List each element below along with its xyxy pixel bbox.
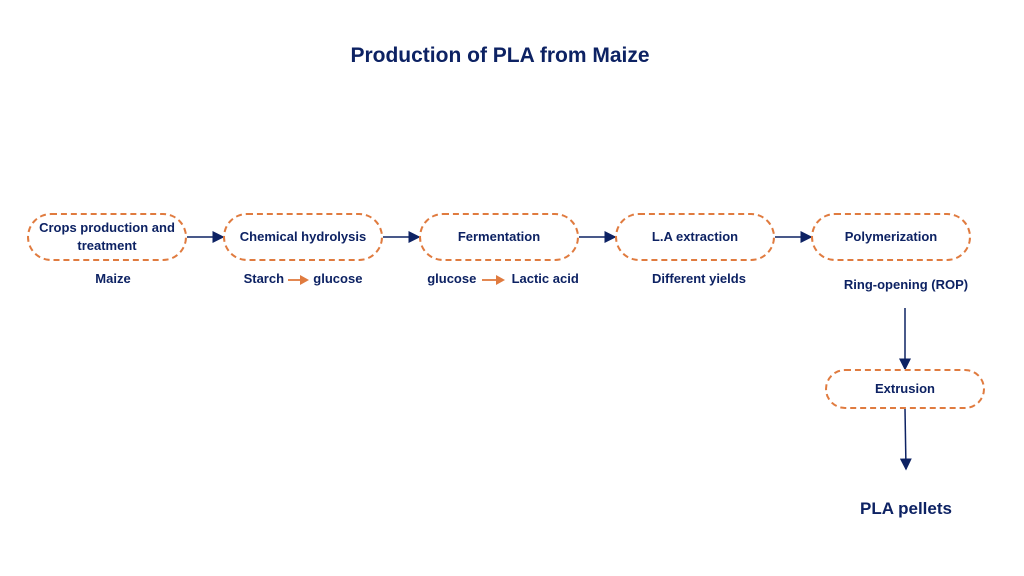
sub-label-ring-opening: Ring-opening (ROP)	[843, 277, 969, 292]
step-crops-production: Crops production and treatment	[27, 213, 187, 261]
diagram-title: Production of PLA from Maize	[350, 44, 650, 67]
sub-from-starch: Starch	[243, 271, 285, 286]
sub-from-glucose: glucose	[427, 271, 477, 286]
step-chemical-hydrolysis: Chemical hydrolysis	[223, 213, 383, 261]
sub-to-glucose: glucose	[313, 271, 363, 286]
step-la-extraction: L.A extraction	[615, 213, 775, 261]
sub-label-hydrolysis: Starch glucose	[223, 271, 383, 286]
sub-to-lactic-acid: Lactic acid	[511, 271, 579, 286]
arrow-extrusion-to-pellets	[899, 408, 912, 471]
step-extrusion: Extrusion	[825, 369, 985, 409]
step-fermentation: Fermentation	[419, 213, 579, 261]
sub-label-different-yields: Different yields	[652, 271, 746, 286]
output-pla-pellets: PLA pellets	[860, 499, 952, 518]
sub-label-fermentation: glucose Lactic acid	[413, 271, 593, 286]
orange-arrow-icon	[481, 274, 505, 285]
orange-arrow-icon	[287, 274, 309, 285]
step-polymerization: Polymerization	[811, 213, 971, 261]
sub-label-maize: Maize	[95, 271, 131, 286]
